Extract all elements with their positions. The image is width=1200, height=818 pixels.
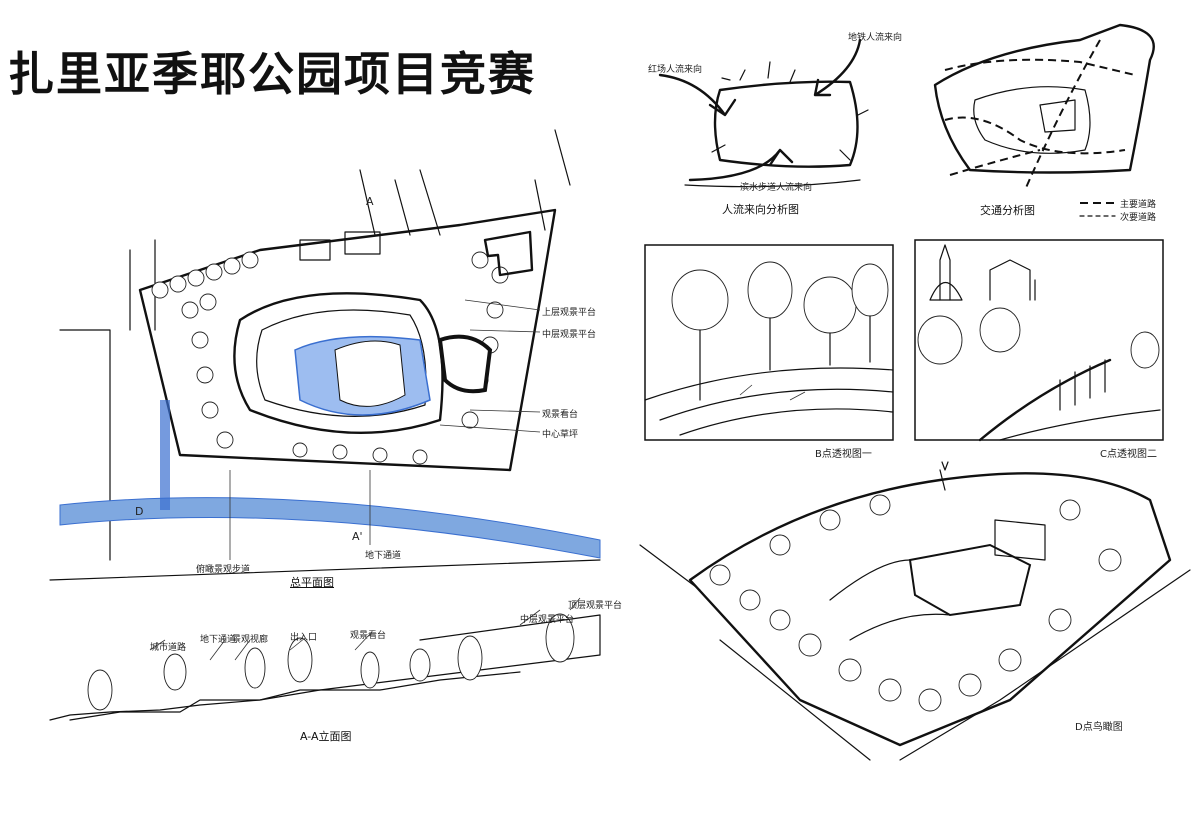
traffic-caption: 交通分析图 — [980, 204, 1035, 217]
section-label-viewing-steps: 观景看台 — [350, 631, 387, 641]
concert-hall — [437, 334, 493, 394]
traffic-legend-main: 主要道路 — [1120, 200, 1157, 210]
flow-diagram — [658, 38, 869, 188]
section-mark-a-prime: A' — [352, 530, 363, 543]
aerial-caption: D点鸟瞰图 — [1075, 722, 1123, 733]
flow-label-riverside: 滨水步道人流来向 — [740, 183, 813, 193]
view-b-caption: B点透视图一 — [815, 449, 872, 460]
flow-caption: 人流来向分析图 — [722, 203, 799, 216]
section-aa — [49, 597, 601, 721]
plan-label-underground: 地下通道 — [365, 551, 402, 561]
plan-label-middle-platform: 中层观景平台 — [542, 330, 597, 340]
plan-caption: 总平面图 — [290, 576, 334, 589]
plan-label-central-lawn: 中心草坪 — [542, 430, 579, 440]
perspective-b — [644, 244, 894, 441]
aerial-d — [639, 461, 1191, 761]
section-mark-a: A — [366, 195, 374, 208]
perspective-c — [914, 239, 1164, 442]
view-mark-d: D — [135, 505, 144, 518]
section-label-underpass: 地下通道 — [200, 635, 237, 645]
page-title: 扎里亚季耶公园项目竞赛 — [8, 47, 536, 101]
left-channel — [160, 400, 170, 510]
plan-label-upper-platform: 上层观景平台 — [542, 308, 597, 318]
section-label-city-road: 城市道路 — [150, 643, 187, 653]
section-label-middle-platform: 中层观景平台 — [520, 615, 575, 625]
traffic-diagram — [933, 23, 1155, 217]
traffic-legend-secondary: 次要道路 — [1120, 213, 1157, 223]
site-plan — [49, 129, 601, 581]
section-label-entry: 出入口 — [290, 633, 318, 643]
plan-label-viewing-steps: 观景看台 — [542, 410, 579, 420]
aerial-platform — [908, 543, 1032, 617]
flow-label-red-square: 红场人流来向 — [648, 65, 703, 75]
section-caption: A-A立面图 — [300, 730, 352, 743]
view-c-caption: C点透视图二 — [1100, 449, 1157, 460]
flow-label-metro: 地铁人流来向 — [848, 33, 903, 43]
section-label-vista: 景观视廊 — [232, 635, 269, 645]
plan-label-overlook-walk: 俯瞰景观步道 — [196, 565, 251, 575]
river — [59, 497, 601, 559]
section-label-upper-platform: 顶层观景平台 — [568, 601, 623, 611]
